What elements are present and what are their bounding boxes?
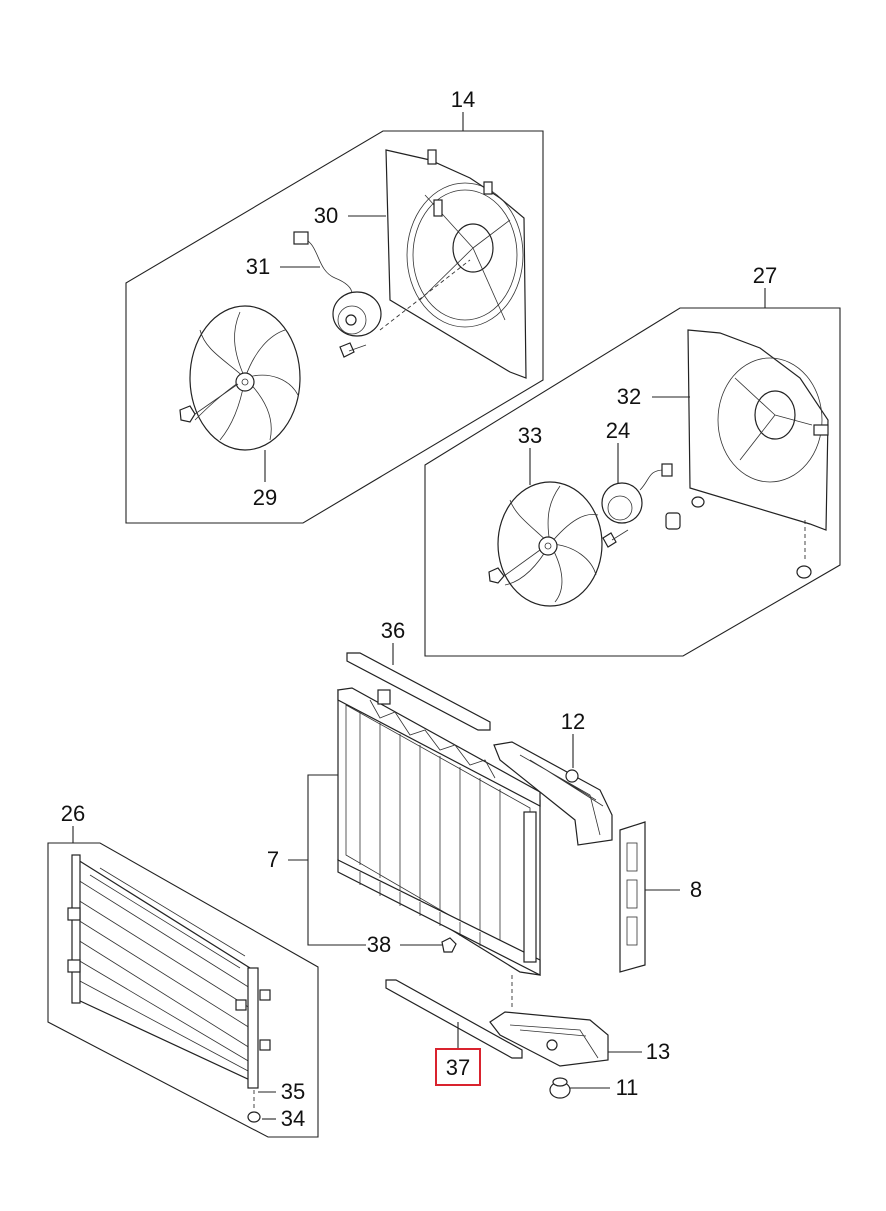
callout-14[interactable]: 14 xyxy=(451,87,475,112)
callout-24[interactable]: 24 xyxy=(606,418,630,443)
fan-assembly-14-group xyxy=(125,130,544,524)
callout-13[interactable]: 13 xyxy=(646,1039,670,1064)
callout-8[interactable]: 8 xyxy=(690,877,702,902)
callout-33[interactable]: 33 xyxy=(518,423,542,448)
callout-31[interactable]: 31 xyxy=(246,254,270,279)
callout-34[interactable]: 34 xyxy=(281,1106,305,1131)
callout-11[interactable]: 11 xyxy=(616,1075,639,1100)
condenser-core xyxy=(67,854,271,1089)
fan-assembly-27-outline xyxy=(424,307,841,657)
callout-29[interactable]: 29 xyxy=(253,485,277,510)
highlight-box-37 xyxy=(435,1048,481,1086)
seal-strip-37 xyxy=(385,979,523,1059)
fan-shroud-32 xyxy=(687,329,829,579)
fan-motor-31 xyxy=(293,231,471,358)
seal-strip-36 xyxy=(346,652,491,731)
nut-34 xyxy=(247,1111,261,1123)
fan-blade-29 xyxy=(179,305,301,451)
fan-assembly-27-group xyxy=(424,307,841,657)
fan-motor-24 xyxy=(601,463,705,548)
callout-12[interactable]: 12 xyxy=(561,709,585,734)
fan-assembly-14-outline xyxy=(125,130,544,524)
callout-38[interactable]: 38 xyxy=(367,932,391,957)
mount-bushing-11 xyxy=(549,1077,571,1099)
side-seal-8 xyxy=(619,821,646,973)
condenser-26-group xyxy=(47,842,319,1138)
callout-32[interactable]: 32 xyxy=(617,384,641,409)
callout-30[interactable]: 30 xyxy=(314,203,338,228)
bolt-38 xyxy=(441,937,457,953)
callout-26[interactable]: 26 xyxy=(61,801,85,826)
lower-bracket-13 xyxy=(489,1011,609,1067)
upper-bracket-12 xyxy=(493,741,613,846)
leader-lines xyxy=(72,112,766,1120)
condenser-26-outline xyxy=(47,842,319,1138)
callout-35[interactable]: 35 xyxy=(281,1079,305,1104)
fan-blade-33 xyxy=(488,481,603,607)
fan-shroud-30 xyxy=(385,149,527,379)
callout-27[interactable]: 27 xyxy=(753,263,777,288)
callout-labels: 14 30 31 29 27 32 33 24 36 12 7 8 26 38 … xyxy=(61,87,777,1131)
callout-37[interactable]: 37 xyxy=(446,1055,470,1080)
radiator-7 xyxy=(337,687,541,1010)
callout-36[interactable]: 36 xyxy=(381,618,405,643)
callout-7[interactable]: 7 xyxy=(267,847,279,872)
